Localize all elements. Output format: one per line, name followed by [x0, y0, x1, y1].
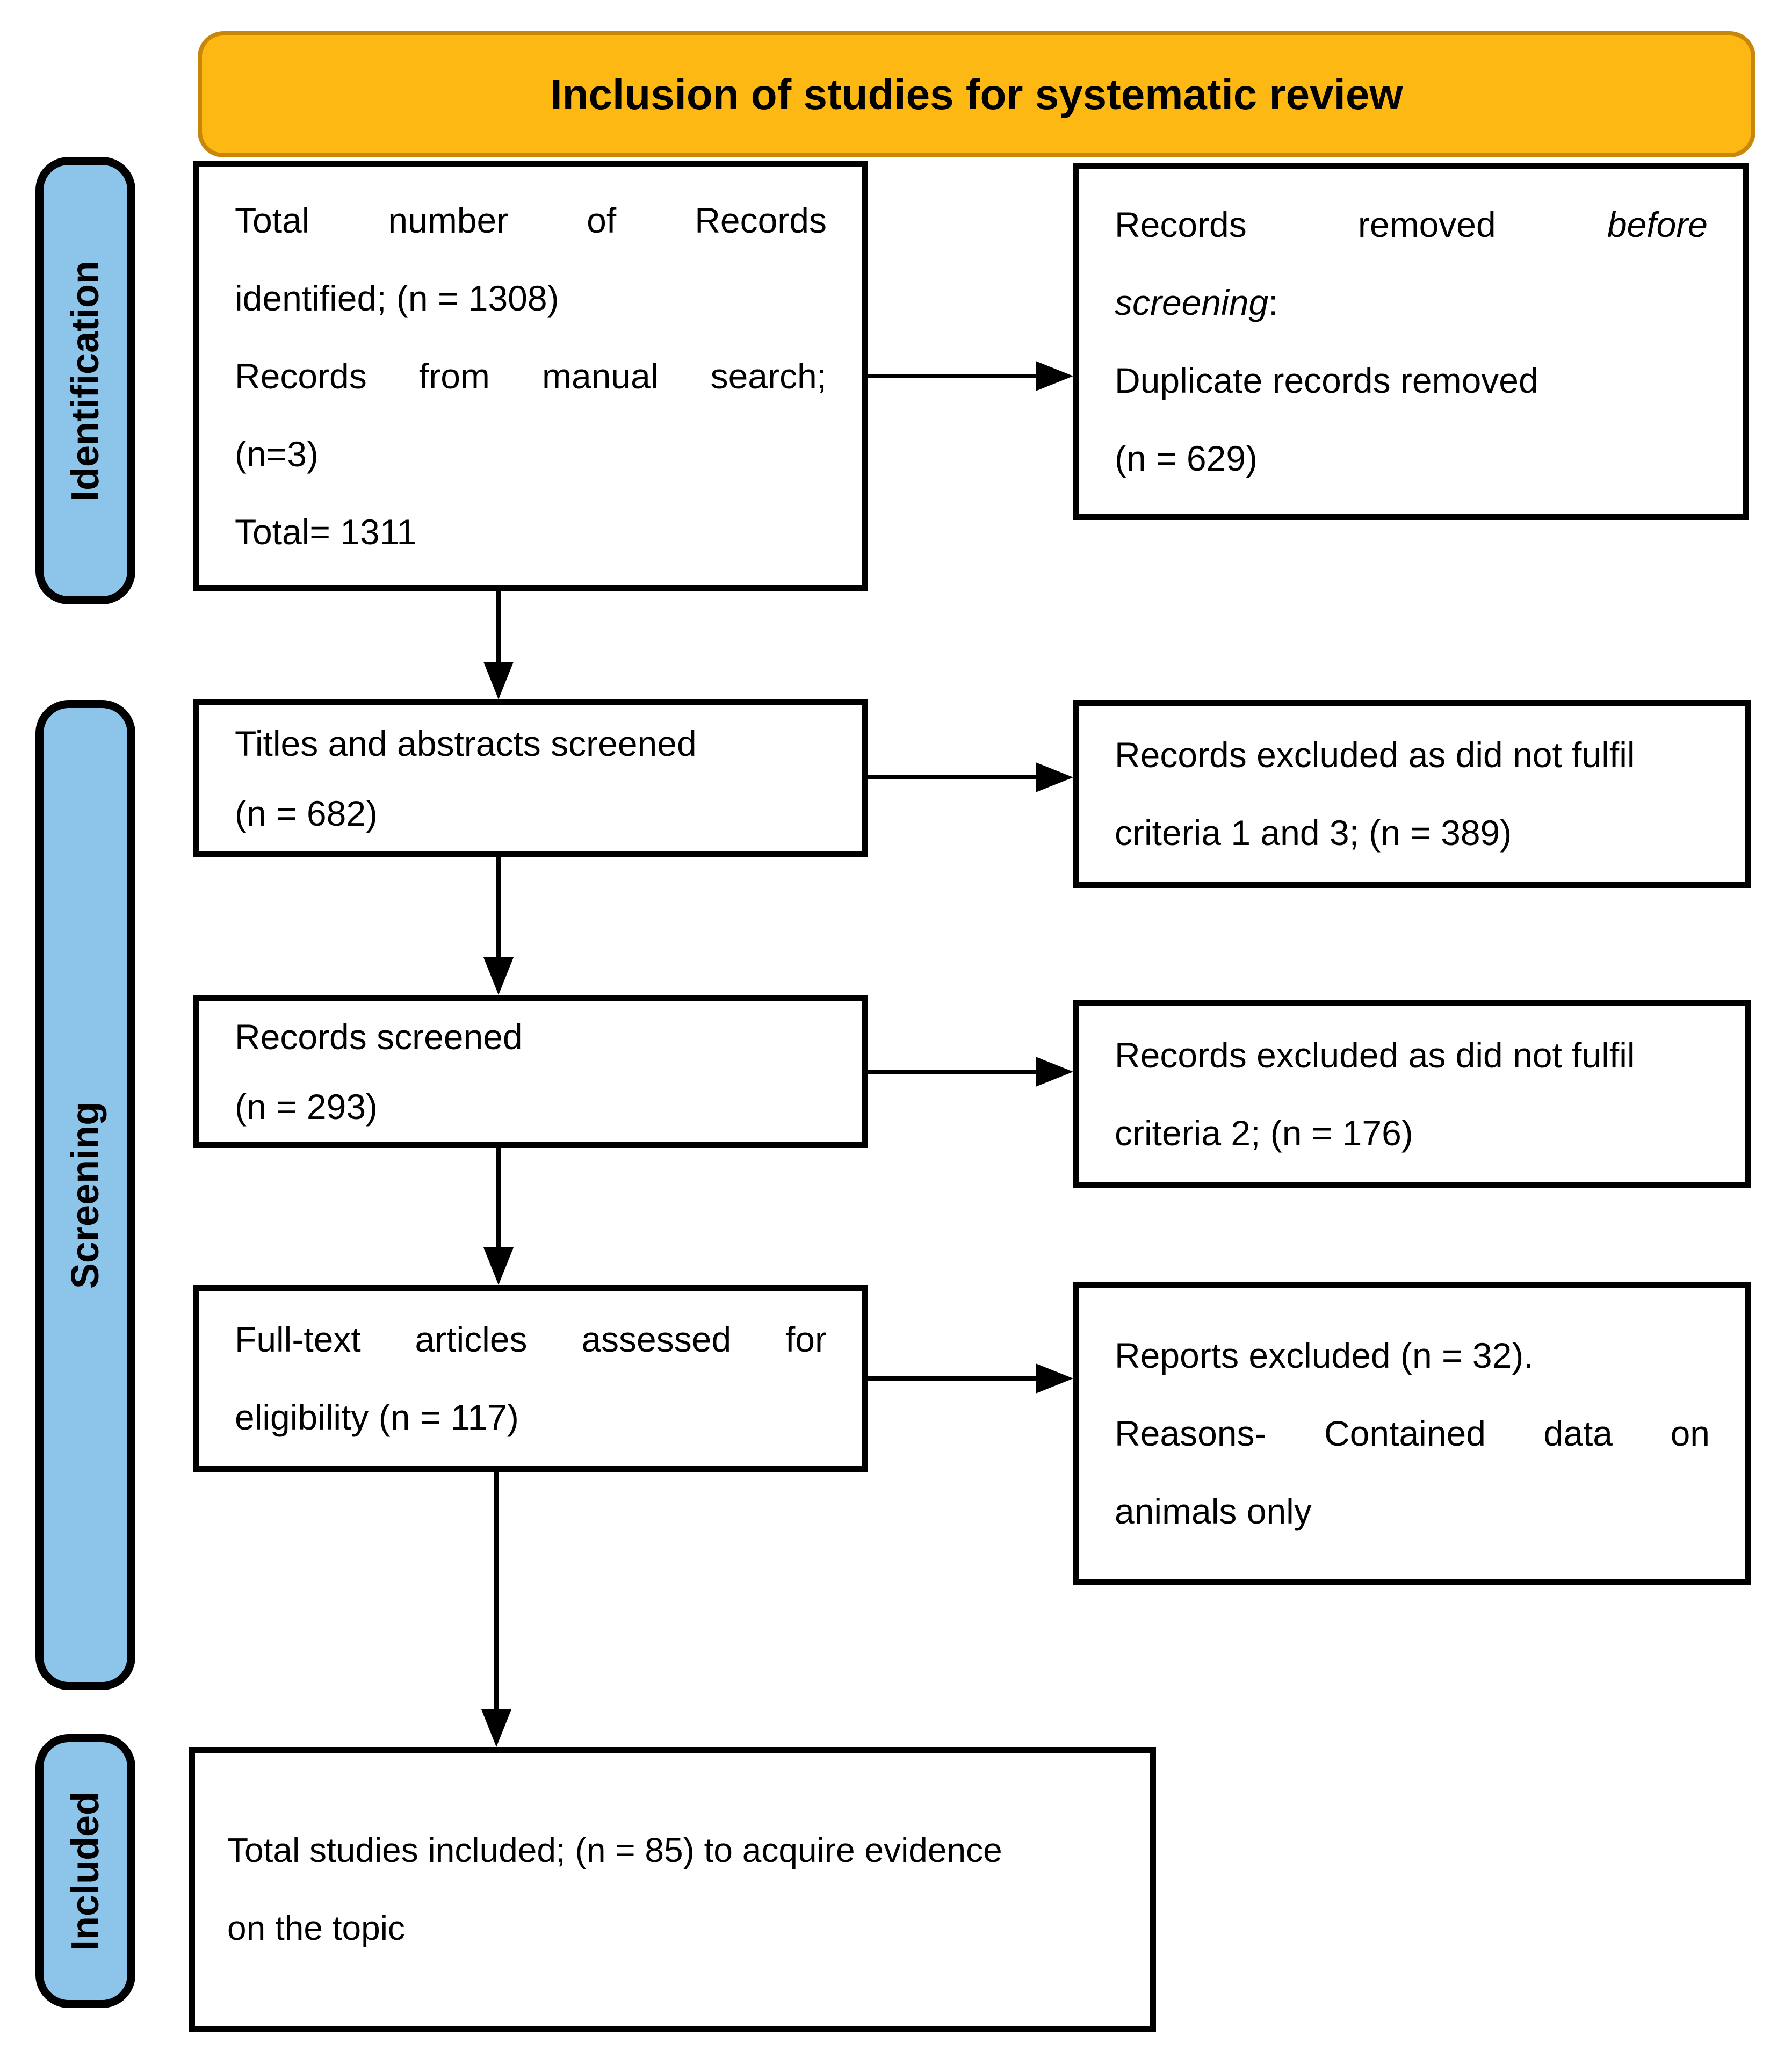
- arrowhead-down-icon: [483, 957, 514, 995]
- word: of: [587, 200, 617, 240]
- reports-excluded-line-3: animals only: [1115, 1491, 1312, 1531]
- word: data: [1543, 1413, 1613, 1453]
- word: Full-text: [235, 1319, 361, 1359]
- stage-label-included-text: Included: [64, 1791, 107, 1951]
- word: Records: [695, 200, 827, 240]
- total-included-line-1: Total studies included; (n = 85) to acqu…: [227, 1831, 1002, 1869]
- box-total-studies-included: Total studies included; (n = 85) to acqu…: [189, 1747, 1156, 2032]
- records-identified-line-3: Records from manual search;: [235, 337, 827, 415]
- word: number: [388, 200, 509, 240]
- word: on: [1670, 1413, 1710, 1453]
- records-identified-line-5: Total= 1311: [235, 511, 417, 552]
- arrow-line: [496, 591, 501, 666]
- arrowhead-right-icon: [1036, 1057, 1073, 1087]
- excluded-2-line-2: criteria 2; (n = 176): [1115, 1113, 1413, 1153]
- arrowhead-right-icon: [1036, 1363, 1073, 1394]
- stage-label-identification-text: Identification: [64, 260, 107, 501]
- reports-excluded-line-2: Reasons- Contained data on: [1115, 1395, 1710, 1472]
- excluded-2-line-1: Records excluded as did not fulfil: [1115, 1035, 1635, 1075]
- word: Reasons-: [1115, 1413, 1267, 1453]
- titles-screened-line-1: Titles and abstracts screened: [235, 723, 697, 763]
- box-records-screened: Records screened (n = 293): [193, 995, 868, 1148]
- arrowhead-down-icon: [483, 1247, 514, 1285]
- records-removed-word-1: Records: [1115, 204, 1247, 244]
- word: Contained: [1324, 1413, 1486, 1453]
- word: from: [418, 356, 490, 396]
- box-records-removed-before-screening: Records removed before screening: Duplic…: [1073, 163, 1749, 520]
- arrow-line: [496, 857, 501, 957]
- reports-excluded-line-1: Reports excluded (n = 32).: [1115, 1335, 1534, 1375]
- banner-title-text: Inclusion of studies for systematic revi…: [550, 70, 1403, 118]
- records-removed-line-3: Duplicate records removed: [1115, 360, 1538, 400]
- box-fulltext-assessed: Full-text articles assessed for eligibility…: [193, 1285, 868, 1472]
- banner-title: Inclusion of studies for systematic revi…: [198, 31, 1755, 157]
- excluded-13-line-2: criteria 1 and 3; (n = 389): [1115, 813, 1512, 853]
- records-screened-line-1: Records screened: [235, 1016, 523, 1057]
- records-removed-word-2: removed: [1357, 204, 1496, 244]
- records-identified-line-2: identified; (n = 1308): [235, 278, 559, 318]
- word: assessed: [581, 1319, 732, 1359]
- word: search;: [710, 356, 827, 396]
- stage-label-identification: Identification: [35, 157, 135, 604]
- records-screened-line-2: (n = 293): [235, 1086, 378, 1127]
- records-identified-line-1: Total number of Records: [235, 182, 827, 259]
- word: manual: [541, 356, 659, 396]
- arrowhead-right-icon: [1036, 762, 1073, 792]
- records-removed-line-2: screening:: [1115, 264, 1708, 342]
- records-removed-line-4: (n = 629): [1115, 438, 1258, 478]
- box-reports-excluded: Reports excluded (n = 32). Reasons- Conta…: [1073, 1282, 1751, 1585]
- arrowhead-down-icon: [483, 662, 514, 699]
- word: Total: [235, 200, 310, 240]
- stage-label-screening: Screening: [35, 700, 135, 1690]
- records-identified-line-4: (n=3): [235, 434, 319, 474]
- titles-screened-line-2: (n = 682): [235, 793, 378, 833]
- stage-label-included: Included: [35, 1734, 135, 2008]
- total-included-line-2: on the topic: [227, 1909, 405, 1947]
- records-removed-colon: :: [1268, 282, 1278, 322]
- box-records-excluded-criteria-2: Records excluded as did not fulfil crite…: [1073, 1000, 1751, 1188]
- excluded-13-line-1: Records excluded as did not fulfil: [1115, 735, 1635, 775]
- records-removed-screening-italic: screening: [1115, 282, 1269, 322]
- records-removed-line-1: Records removed before: [1115, 186, 1708, 264]
- arrowhead-down-icon: [481, 1709, 511, 1747]
- box-titles-abstracts-screened: Titles and abstracts screened (n = 682): [193, 699, 868, 857]
- word: articles: [415, 1319, 528, 1359]
- arrow-line: [868, 775, 1037, 779]
- box-records-excluded-criteria-1-3: Records excluded as did not fulfil crite…: [1073, 700, 1751, 888]
- arrow-line: [496, 1148, 501, 1247]
- arrow-line: [868, 1376, 1037, 1381]
- records-removed-word-before: before: [1607, 204, 1708, 244]
- arrow-line: [494, 1472, 499, 1709]
- stage-label-screening-text: Screening: [64, 1101, 107, 1289]
- arrow-line: [868, 374, 1037, 378]
- arrowhead-right-icon: [1036, 361, 1073, 391]
- word: for: [785, 1319, 827, 1359]
- arrow-line: [868, 1070, 1037, 1074]
- fulltext-line-2: eligibility (n = 117): [235, 1397, 519, 1437]
- fulltext-line-1: Full-text articles assessed for: [235, 1301, 827, 1378]
- word: Records: [235, 356, 367, 396]
